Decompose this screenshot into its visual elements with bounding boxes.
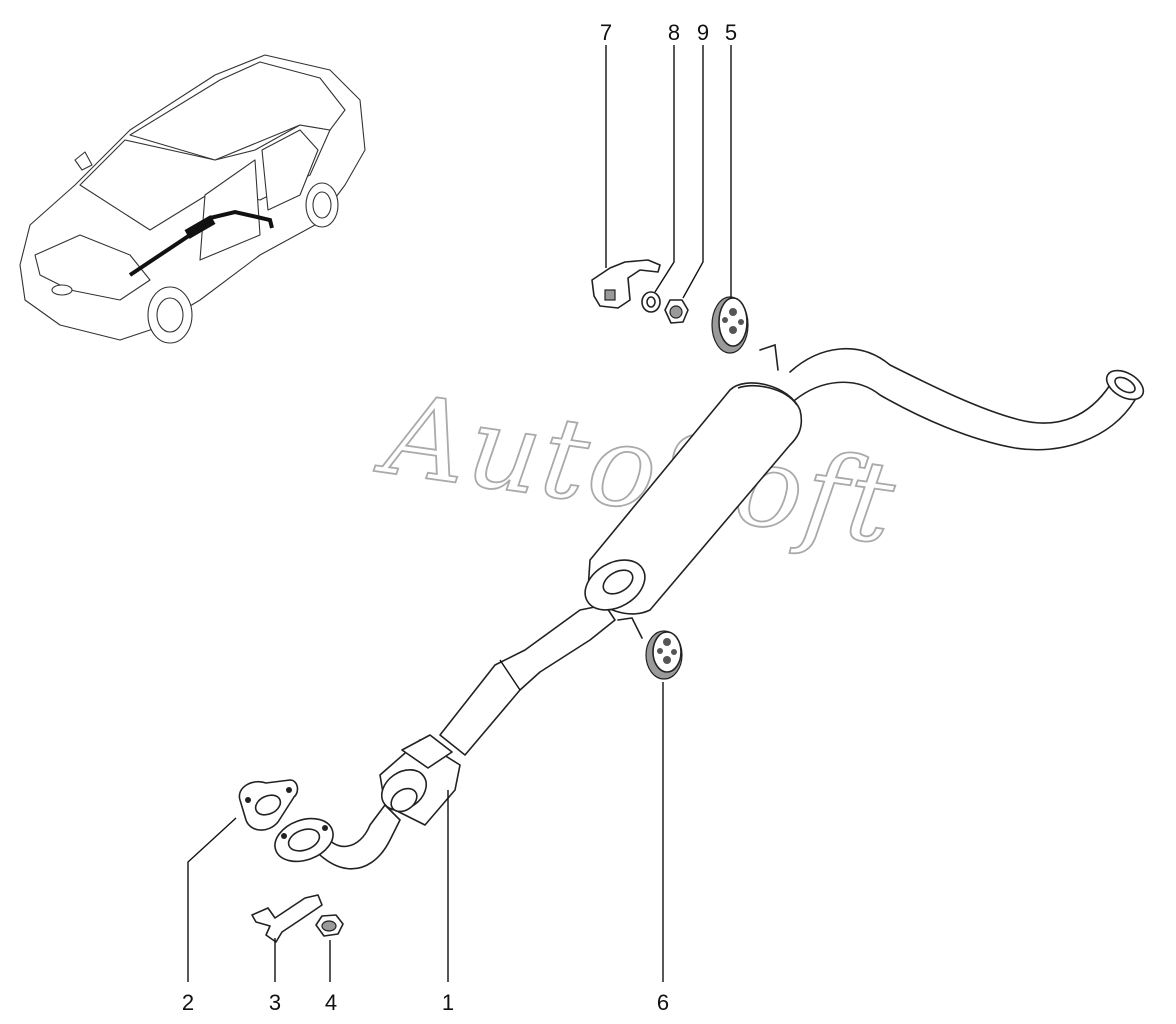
gasket-part-2 (238, 779, 299, 831)
callout-2: 2 (182, 990, 194, 1015)
bracket-part-3 (251, 894, 323, 943)
rubber-mount-part-6 (645, 630, 683, 680)
callout-8: 8 (668, 20, 680, 45)
callout-6: 6 (657, 990, 669, 1015)
bracket-part-7 (591, 259, 661, 309)
callout-3: 3 (269, 990, 281, 1015)
callout-5: 5 (725, 20, 737, 45)
nut-part-4 (315, 914, 344, 937)
car-locator-illustration (19, 54, 366, 344)
leader-lines (187, 45, 732, 982)
exhaust-pipe-assembly (274, 343, 1145, 870)
nut-part-9 (664, 299, 689, 324)
callout-4: 4 (325, 990, 337, 1015)
callout-9: 9 (697, 20, 709, 45)
callout-1: 1 (442, 990, 454, 1015)
washer-part-8 (641, 291, 661, 313)
rubber-mount-part-5 (711, 296, 749, 354)
callout-7: 7 (600, 20, 612, 45)
